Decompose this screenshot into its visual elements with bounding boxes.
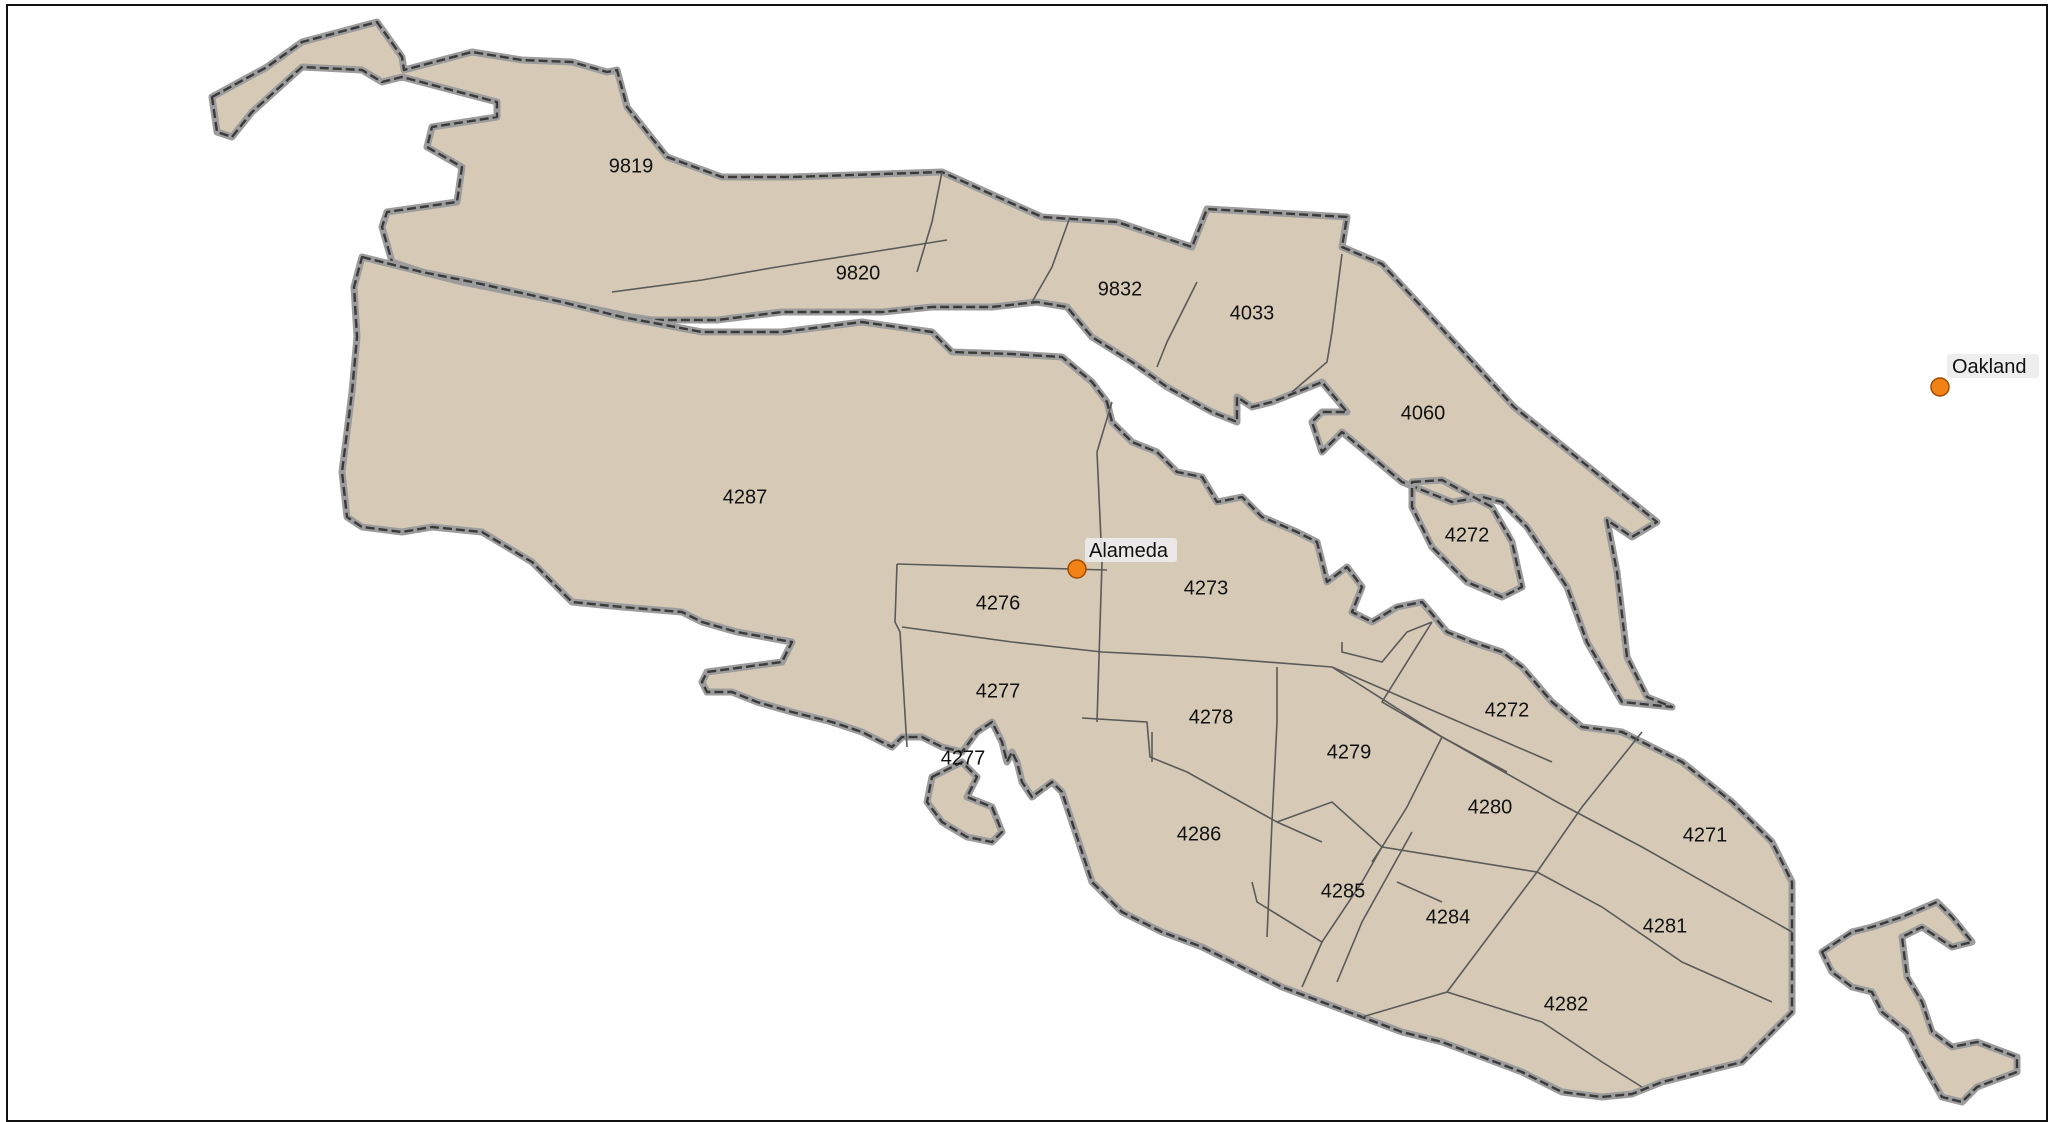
tract-label: 4285 — [1321, 880, 1366, 902]
city-marker-alameda[interactable] — [1067, 559, 1087, 579]
land-alameda-island — [342, 257, 1792, 1097]
city-label-oakland: Oakland — [1952, 356, 2027, 378]
tract-label: 9832 — [1098, 278, 1143, 300]
city-alameda[interactable]: Alameda — [1067, 538, 1177, 579]
map-frame: 9819 9820 9832 4033 4060 4287 4272 4276 … — [6, 4, 2048, 1122]
tract-label: 4287 — [723, 486, 768, 508]
tract-label: 4273 — [1184, 577, 1229, 599]
tract-label: 4281 — [1643, 915, 1688, 937]
city-marker-oakland[interactable] — [1930, 377, 1950, 397]
tract-label: 4033 — [1230, 302, 1275, 324]
city-label-halo — [1085, 538, 1177, 562]
city-label-alameda: Alameda — [1089, 540, 1169, 562]
land-coast-guard-island — [1412, 480, 1522, 597]
tract-label: 4277 — [976, 680, 1021, 702]
tract-label: 4272 — [1445, 524, 1490, 546]
tract-label: 4271 — [1683, 824, 1728, 846]
tract-label: 4284 — [1426, 906, 1471, 928]
tract-label: 4286 — [1177, 823, 1222, 845]
tract-boundaries — [611, 171, 1793, 1088]
tract-label: 4282 — [1544, 993, 1589, 1015]
map-canvas: 9819 9820 9832 4033 4060 4287 4272 4276 … — [208, 18, 2039, 1106]
tract-label: 4279 — [1327, 741, 1372, 763]
tract-label: 4272 — [1485, 699, 1530, 721]
tract-label: 4276 — [976, 592, 1021, 614]
tract-label: 9819 — [609, 155, 654, 177]
tract-label: 4277 — [941, 747, 986, 769]
tract-label: 4060 — [1401, 402, 1446, 424]
city-oakland[interactable]: Oakland — [1930, 354, 2039, 397]
tract-label: 9820 — [836, 262, 881, 284]
land-north-shore — [212, 22, 1672, 707]
tract-labels: 9819 9820 9832 4033 4060 4287 4272 4276 … — [609, 155, 1728, 1015]
shoreline — [208, 18, 2021, 1106]
tract-label: 4278 — [1189, 706, 1234, 728]
city-label-halo — [1947, 354, 2039, 378]
tract-label: 4280 — [1468, 796, 1513, 818]
